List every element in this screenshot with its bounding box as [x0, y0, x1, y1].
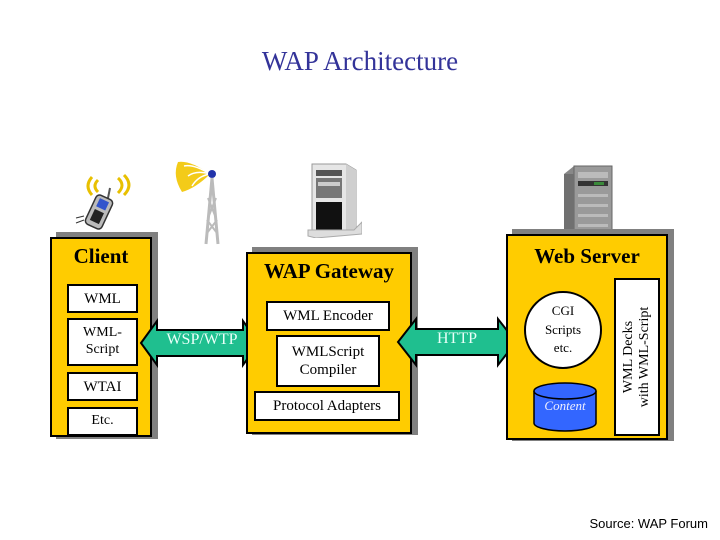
- content-database-icon: [533, 382, 597, 432]
- client-item-wml: WML: [67, 284, 138, 313]
- gateway-item-protocol-adapters: Protocol Adapters: [254, 391, 400, 421]
- page-title: WAP Architecture: [261, 46, 459, 76]
- http-label: HTTP: [437, 330, 477, 347]
- content-label: Content: [544, 398, 586, 413]
- cgi-line-2: Scripts: [544, 321, 582, 337]
- webserver-label: Web Server: [534, 244, 640, 268]
- gateway-server-icon: [307, 163, 362, 238]
- cgi-line-1: CGI: [551, 302, 575, 318]
- web-server-icon: [564, 165, 613, 236]
- cgi-line-3: etc.: [553, 340, 573, 356]
- gateway-item-wml-encoder: WML Encoder: [266, 301, 390, 331]
- wml-decks-text: WML Decks with WML-Script: [621, 307, 653, 407]
- cgi-scripts-circle: CGI Scripts etc.: [524, 291, 602, 369]
- wml-decks-line-1: WML Decks: [620, 320, 636, 394]
- antenna-tower-icon: [175, 161, 220, 245]
- client-label: Client: [73, 244, 129, 268]
- source-credit: Source: WAP Forum: [589, 516, 708, 531]
- mobile-phone-icon: [75, 173, 131, 230]
- wml-decks-box: WML Decks with WML-Script: [614, 278, 660, 436]
- client-item-wmlscript: WML-Script: [67, 318, 138, 366]
- gateway-item-wmlscript-compiler: WMLScript Compiler: [276, 335, 380, 387]
- gateway-label: WAP Gateway: [263, 259, 395, 283]
- client-item-wtai: WTAI: [67, 372, 138, 401]
- wml-decks-line-2: with WML-Script: [637, 306, 652, 408]
- wsp-wtp-label: WSP/WTP: [166, 331, 238, 348]
- client-item-etc: Etc.: [67, 407, 138, 436]
